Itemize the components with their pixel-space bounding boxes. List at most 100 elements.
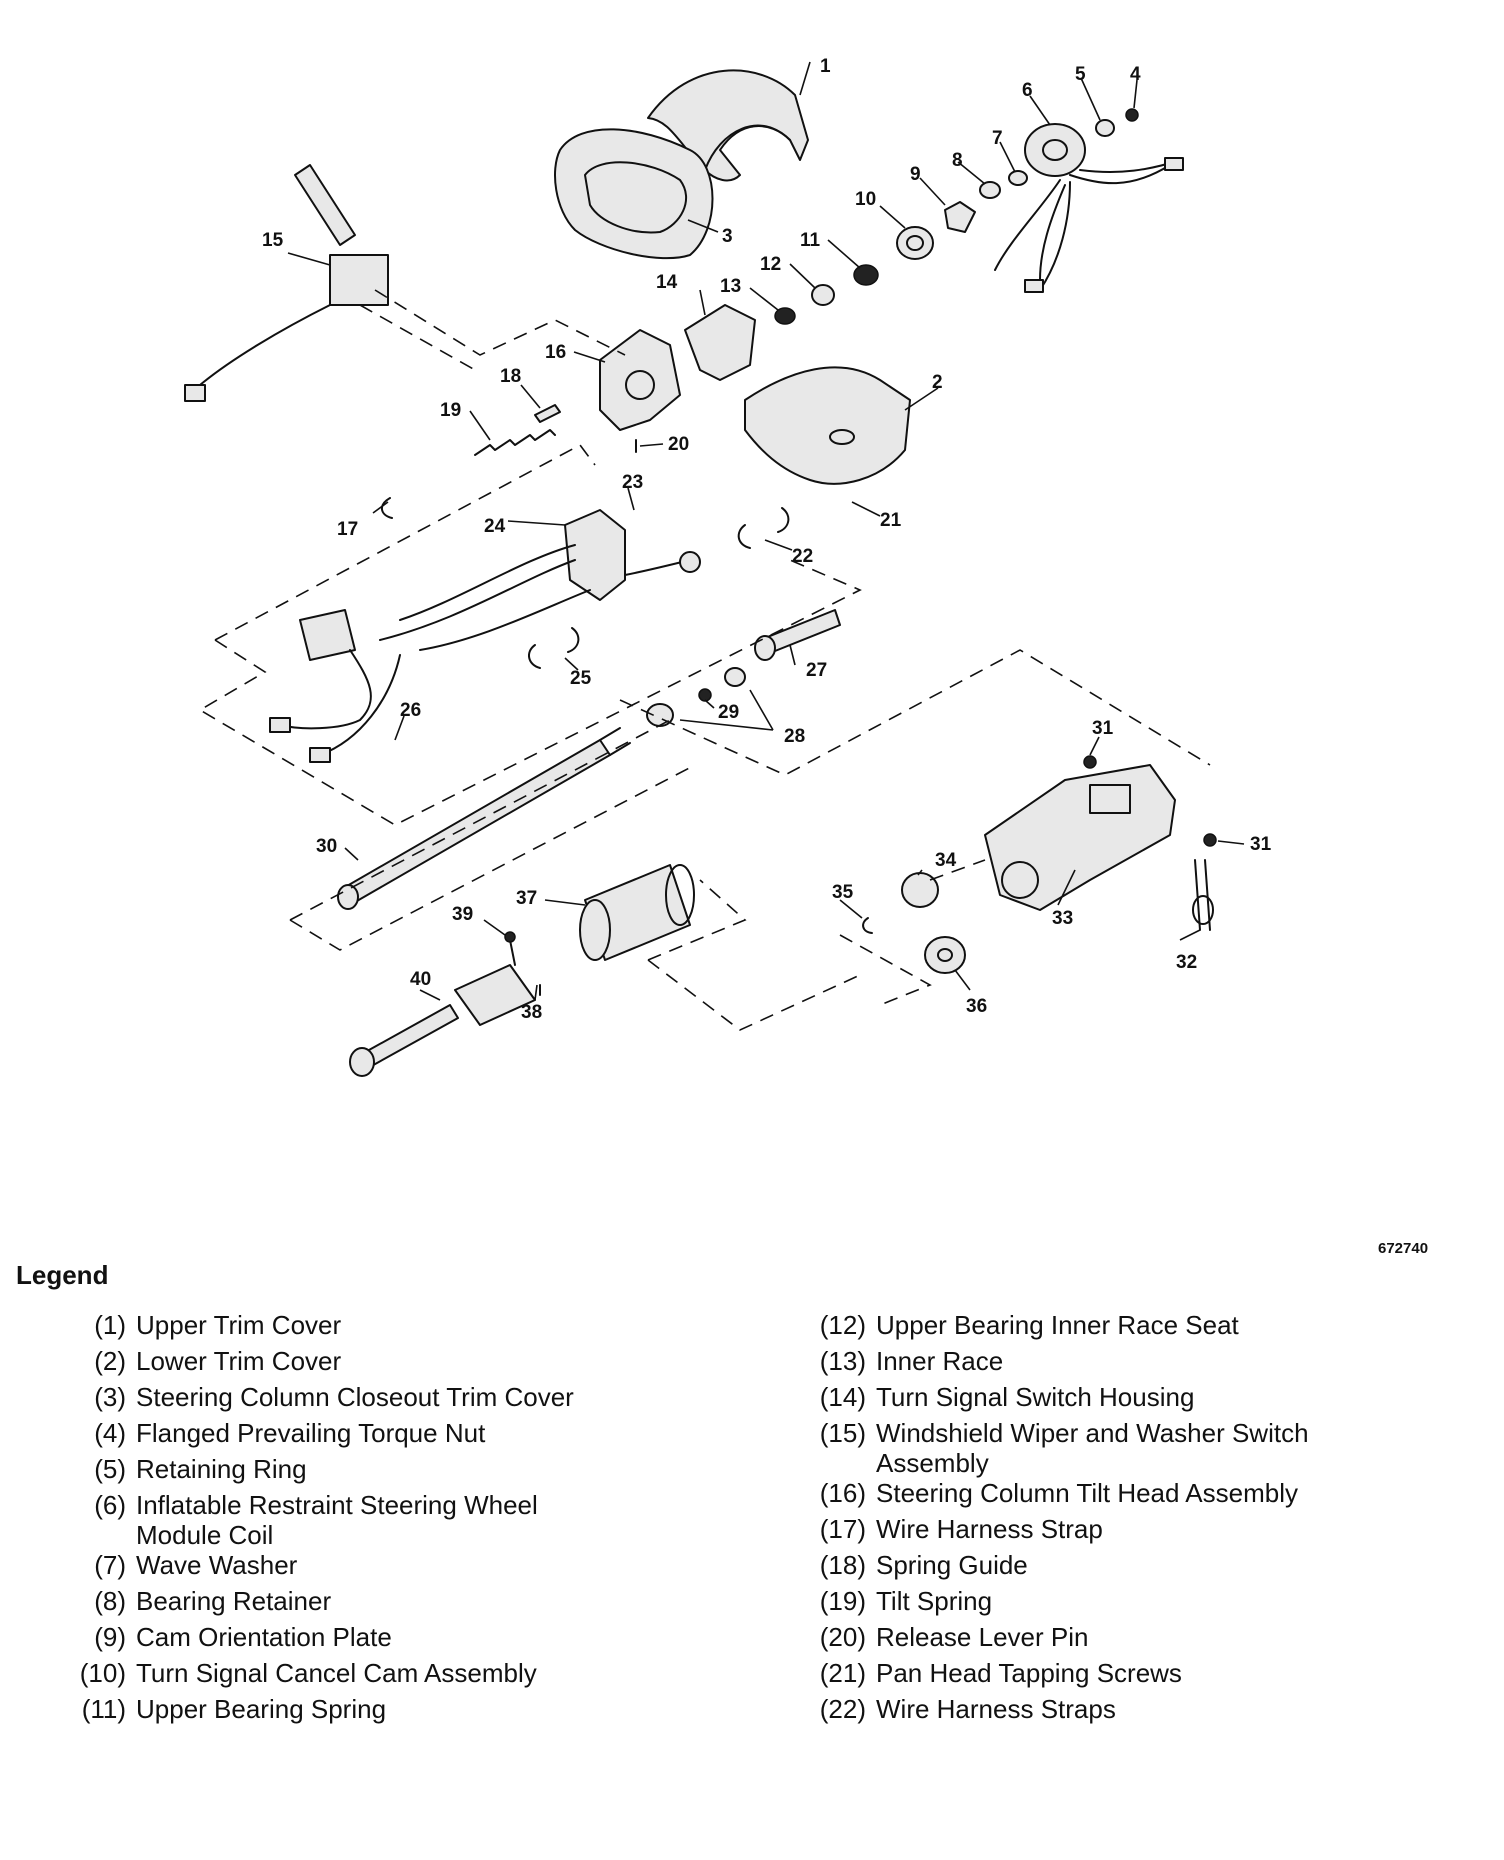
callout-14: 14 — [656, 272, 678, 293]
callout-18: 18 — [500, 366, 521, 387]
callout-1: 1 — [820, 56, 831, 77]
legend-text: Pan Head Tapping Screws — [876, 1658, 1182, 1688]
legend-number: (9) — [94, 1622, 126, 1652]
part-bearing-34-35-36 — [862, 872, 966, 974]
legend-item: (10) Turn Signal Cancel Cam Assembly — [60, 1658, 700, 1694]
part-small-rings — [774, 108, 1139, 325]
legend-item: (21) Pan Head Tapping Screws — [800, 1658, 1460, 1694]
legend-column-right: (12) Upper Bearing Inner Race Seat (13)In… — [800, 1310, 1460, 1730]
legend-number: (16) — [819, 1478, 866, 1508]
part-steering-wheel-module-coil — [994, 123, 1184, 293]
legend-text: Wire Harness Straps — [876, 1694, 1116, 1724]
callout-13: 13 — [720, 276, 741, 297]
legend-number: (11) — [81, 1694, 126, 1724]
callout-27: 27 — [806, 660, 827, 681]
callout-26: 26 — [400, 700, 421, 721]
legend-item: (3)Steering Column Closeout Trim Cover — [60, 1382, 700, 1418]
legend-title: Legend — [16, 1260, 109, 1290]
part-lower-shaft-40 — [349, 931, 541, 1077]
callout-10: 10 — [855, 189, 876, 210]
legend-text: Upper Trim Cover — [136, 1310, 342, 1340]
legend-text: Cam Orientation Plate — [136, 1622, 392, 1652]
callout-35: 35 — [832, 882, 854, 903]
callout-9: 9 — [910, 164, 921, 185]
legend-text: Windshield Wiper and Washer Switch Assem… — [876, 1418, 1309, 1478]
legend-text: Steering Column Tilt Head Assembly — [876, 1478, 1298, 1508]
callout-11: 11 — [800, 230, 821, 251]
legend-item: (15)Windshield Wiper and Washer Switch A… — [800, 1418, 1400, 1478]
legend-text: Upper Bearing Inner Race Seat — [876, 1310, 1239, 1340]
legend-number: (12) — [819, 1310, 866, 1340]
callout-3: 3 — [722, 226, 733, 247]
part-column-housing — [984, 755, 1217, 911]
callout-32: 32 — [1176, 952, 1197, 973]
legend-number: (10) — [79, 1658, 126, 1688]
part-wiper-switch — [184, 164, 389, 402]
legend-number: (14) — [819, 1382, 866, 1412]
part-harness-straps — [381, 497, 790, 669]
part-sleeve-37 — [579, 864, 695, 961]
legend-number: (1) — [94, 1310, 126, 1340]
callout-4: 4 — [1130, 64, 1141, 85]
callout-36: 36 — [966, 996, 987, 1017]
callout-7: 7 — [992, 128, 1003, 149]
part-32 — [1192, 859, 1214, 931]
callout-22: 22 — [792, 546, 813, 567]
legend-text: Turn Signal Switch Housing — [876, 1382, 1195, 1412]
legend-item: (19)Tilt Spring — [800, 1586, 1460, 1622]
legend-number: (20) — [819, 1622, 866, 1652]
callout-5: 5 — [1075, 64, 1086, 85]
legend-item: (1) Upper Trim Cover — [60, 1310, 700, 1346]
callout-34: 34 — [935, 850, 957, 871]
part-lower-trim-cover — [744, 366, 911, 485]
callout-37: 37 — [516, 888, 537, 909]
callout-28: 28 — [784, 726, 805, 747]
callout-numbers: 1 2 3 4 5 6 7 8 9 10 11 12 13 14 15 16 1… — [262, 56, 1272, 1023]
legend-item: (22)Wire Harness Straps — [800, 1694, 1460, 1730]
callout-31-right: 31 — [1250, 834, 1272, 855]
legend-number: (18) — [819, 1550, 866, 1580]
legend-column-left: (1)Upper Trim Cover (2)Lower Trim Cover … — [60, 1310, 700, 1730]
callout-17: 17 — [337, 519, 358, 540]
legend-number: (2) — [94, 1346, 126, 1376]
legend-text: Release Lever Pin — [876, 1622, 1089, 1652]
legend-text: Turn Signal Cancel Cam Assembly — [136, 1658, 537, 1688]
legend-number: (4) — [94, 1418, 126, 1448]
legend-item: (9) Cam Orientation Plate — [60, 1622, 700, 1658]
callout-20: 20 — [668, 434, 689, 455]
legend-number: (21) — [819, 1658, 866, 1688]
legend-number: (3) — [94, 1382, 126, 1412]
legend-item: (14) Turn Signal Switch Housing — [800, 1382, 1460, 1418]
legend-number: (6) — [94, 1490, 126, 1520]
callout-21: 21 — [880, 510, 902, 531]
callout-6: 6 — [1022, 80, 1033, 101]
part-turn-signal-housing — [684, 304, 756, 381]
callout-23: 23 — [622, 472, 643, 493]
part-bolt-27 — [646, 609, 841, 727]
callout-30: 30 — [316, 836, 337, 857]
legend-item: (11)Upper Bearing Spring — [60, 1694, 700, 1730]
legend-text: Lower Trim Cover — [136, 1346, 342, 1376]
callout-15: 15 — [262, 230, 284, 251]
legend-item: (13)Inner Race — [800, 1346, 1460, 1382]
part-wire-harness — [269, 509, 701, 763]
legend-number: (13) — [819, 1346, 866, 1376]
callout-40: 40 — [410, 969, 431, 990]
legend-text: Wire Harness Strap — [876, 1514, 1103, 1544]
callout-25: 25 — [570, 668, 592, 689]
legend-text: Inflatable Restraint Steering Wheel Modu… — [136, 1490, 538, 1550]
legend-item: (12) Upper Bearing Inner Race Seat — [800, 1310, 1460, 1346]
callout-33: 33 — [1052, 908, 1073, 929]
legend-item: (5)Retaining Ring — [60, 1454, 700, 1490]
callout-8: 8 — [952, 150, 963, 171]
legend-item: (20) Release Lever Pin — [800, 1622, 1460, 1658]
legend-text: Bearing Retainer — [136, 1586, 332, 1616]
part-tilt-spring-guide — [474, 404, 637, 456]
legend-number: (8) — [94, 1586, 126, 1616]
dashed-guide-lines — [198, 289, 1211, 1031]
callout-29: 29 — [718, 702, 739, 723]
callout-38: 38 — [521, 1002, 542, 1023]
steering-column-exploded-diagram: 1 2 3 4 5 6 7 8 9 10 11 12 13 14 15 16 1… — [184, 56, 1272, 1077]
legend-item: (17)Wire Harness Strap — [800, 1514, 1460, 1550]
legend-item: (8) Bearing Retainer — [60, 1586, 700, 1622]
